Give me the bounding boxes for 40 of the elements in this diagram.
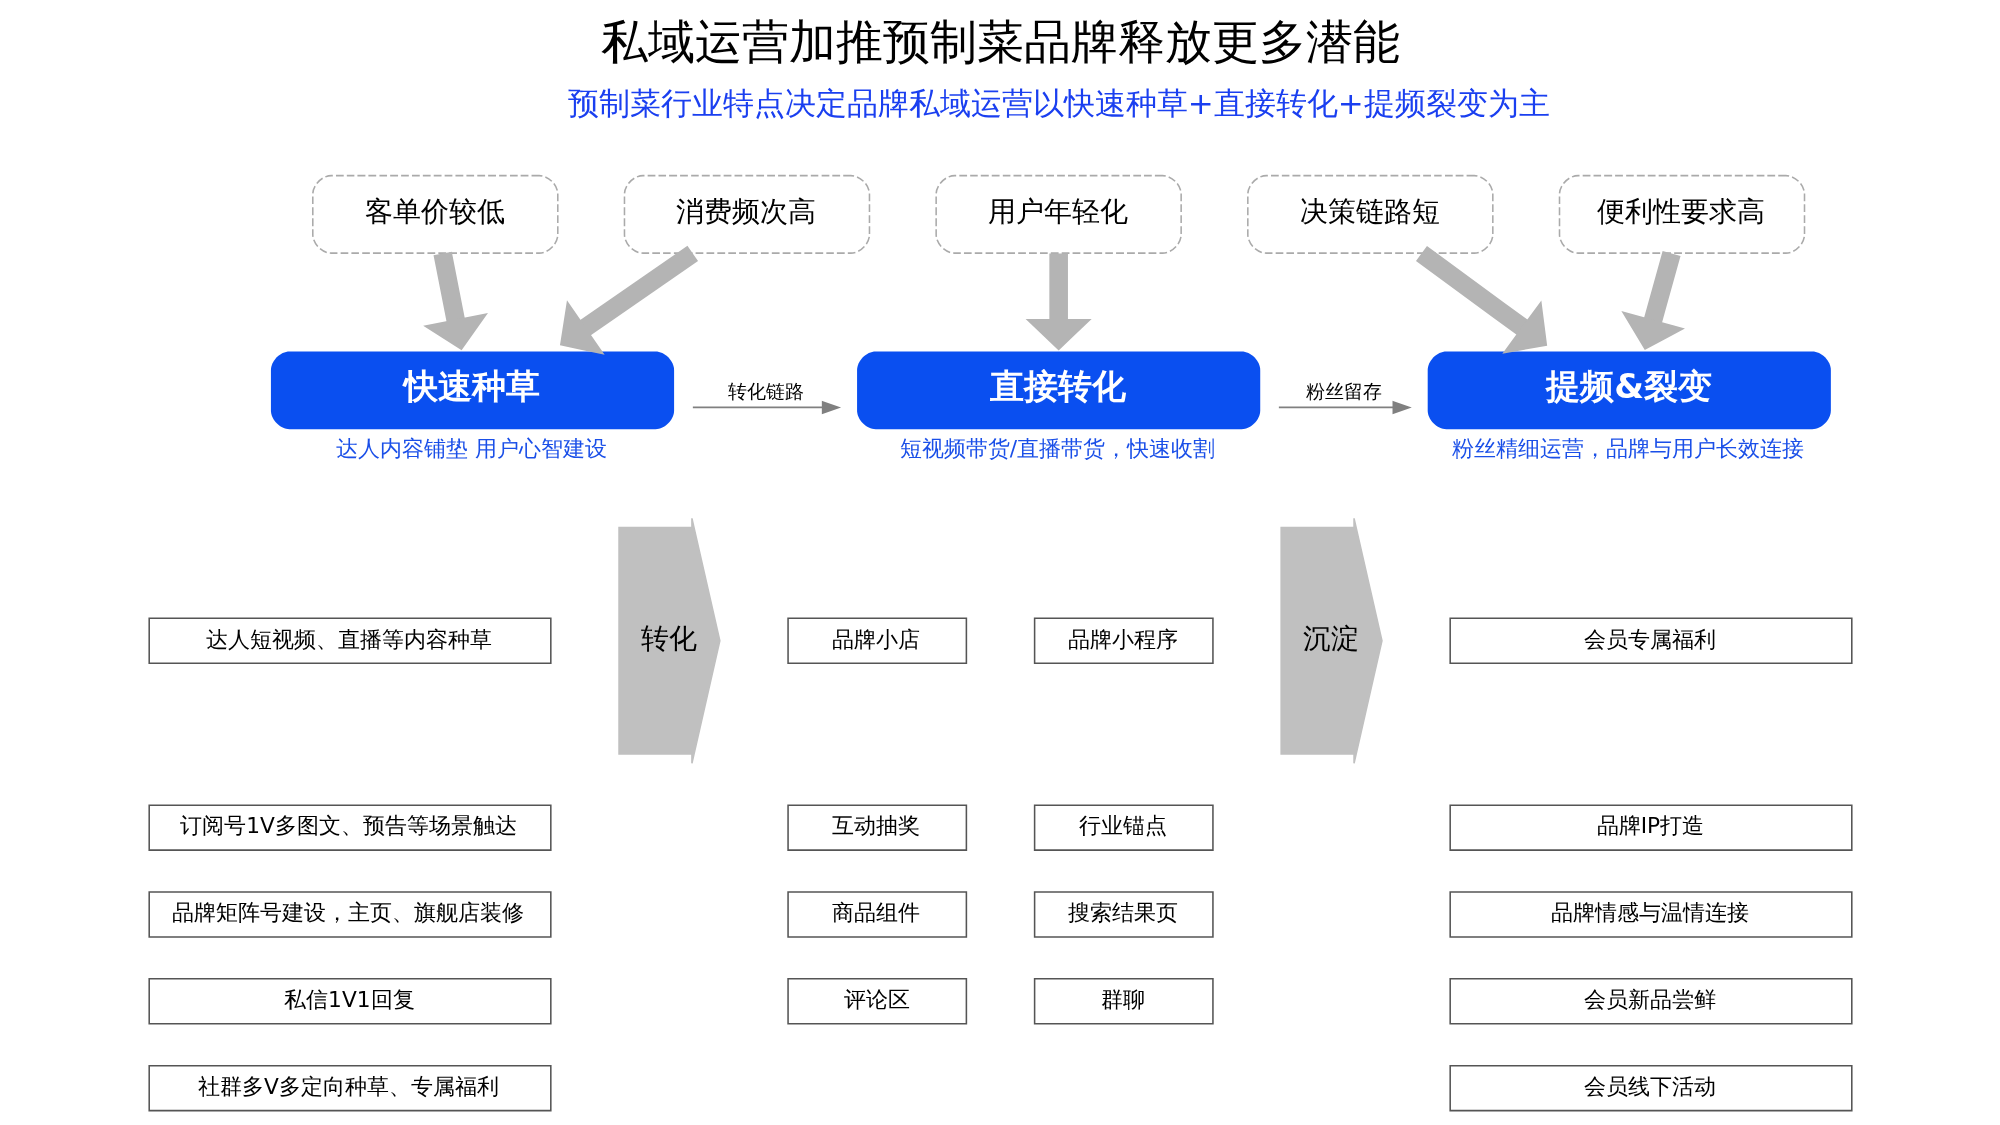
edge-label: 转化链路 bbox=[727, 380, 804, 402]
node-box: 直接转化 bbox=[856, 351, 1260, 430]
node-label: 达人内容铺垫 用户心智建设 bbox=[335, 435, 607, 461]
node-box: 私信1V1回复 bbox=[147, 978, 552, 1025]
node-box: 快速种草 bbox=[270, 351, 674, 430]
node-box: 互动抽奖 bbox=[786, 804, 967, 851]
node-box: 品牌小程序 bbox=[1033, 617, 1214, 665]
node-box: 行业锚点 bbox=[1033, 804, 1214, 851]
node-box: 达人短视频、直播等内容种草 bbox=[147, 617, 552, 665]
node-box: 品牌矩阵号建设，主页、旗舰店装修 bbox=[147, 891, 552, 938]
node-box: 用户年轻化 bbox=[934, 174, 1182, 254]
node-box: 会员线下活动 bbox=[1448, 1064, 1853, 1112]
node-box: 决策链路短 bbox=[1246, 174, 1494, 254]
node-box: 品牌情感与温情连接 bbox=[1448, 891, 1853, 938]
node-box: 评论区 bbox=[786, 978, 967, 1025]
node-box: 搜索结果页 bbox=[1033, 891, 1214, 938]
diagram-title: 私域运营加推预制菜品牌释放更多潜能 bbox=[600, 14, 1400, 69]
arrow bbox=[422, 251, 488, 351]
node-label: 短视频带货/直播带货，快速收割 bbox=[899, 435, 1215, 461]
label: 预制菜行业特点决定品牌私域运营以快速种草+直接转化+提频裂变为主 bbox=[567, 84, 1550, 121]
node-box: 社群多V多定向种草、专属福利 bbox=[147, 1064, 552, 1112]
arrow bbox=[691, 400, 841, 415]
edge-label: 粉丝留存 bbox=[1305, 380, 1382, 402]
node-box: 会员新品尝鲜 bbox=[1448, 978, 1853, 1025]
arrow bbox=[1620, 251, 1685, 351]
node-box: 品牌小店 bbox=[786, 617, 967, 665]
node-box: 商品组件 bbox=[786, 891, 967, 938]
arrow bbox=[1415, 245, 1547, 354]
arrow bbox=[1277, 400, 1412, 415]
node-box: 群聊 bbox=[1033, 978, 1214, 1025]
node-box: 消费频次高 bbox=[623, 174, 870, 254]
node-box: 会员专属福利 bbox=[1448, 617, 1853, 665]
node-box: 订阅号1V多图文、预告等场景触达 bbox=[147, 804, 552, 851]
node-box: 品牌IP打造 bbox=[1448, 804, 1853, 851]
node-box: 客单价较低 bbox=[311, 174, 559, 254]
arrow bbox=[559, 245, 698, 355]
node-label: 粉丝精细运营，品牌与用户长效连接 bbox=[1451, 435, 1804, 461]
node-box: 便利性要求高 bbox=[1558, 174, 1805, 254]
arrow bbox=[1025, 253, 1092, 351]
node-box: 提频&裂变 bbox=[1427, 351, 1831, 430]
